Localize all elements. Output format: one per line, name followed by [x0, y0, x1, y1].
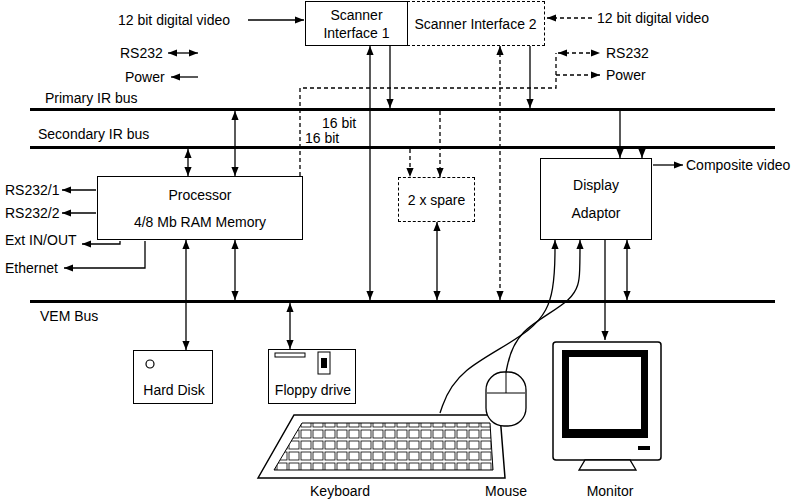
connector: [436, 222, 437, 300]
device-label: Monitor: [587, 482, 634, 500]
signal-label: Power: [125, 69, 165, 85]
bus-line: Primary IR bus: [30, 108, 775, 111]
hard-disk: Hard Disk: [133, 350, 213, 404]
power-wire: [556, 74, 600, 75]
connector: [187, 149, 188, 176]
floppy-lever: [318, 352, 330, 374]
bus-line: Secondary IR bus: [30, 146, 775, 149]
signal-label: RS232: [606, 45, 649, 61]
box-label: Display Adaptor: [565, 171, 627, 227]
box-label: Scanner Interface 2: [414, 15, 536, 33]
box-label: Scanner Interface 1: [306, 6, 407, 42]
signal-label: Power: [606, 67, 646, 83]
signal-label: RS232/1: [5, 182, 59, 198]
signal-label: Composite video: [686, 157, 790, 173]
keyboard-body: [258, 415, 505, 478]
serial-wire: [62, 212, 96, 213]
connector: [440, 240, 555, 413]
device-label: VEM Bus: [40, 307, 98, 325]
connector: [409, 149, 410, 177]
device-label: Keyboard: [310, 482, 370, 500]
dashed-wire: [300, 53, 556, 176]
monitor-case: [553, 342, 661, 460]
connector: [289, 303, 290, 349]
signal-label: 16 bit: [305, 130, 339, 146]
connector: [389, 46, 390, 108]
connector: [234, 111, 235, 176]
connector: [439, 111, 440, 177]
video-wire: [547, 17, 592, 18]
monitor-knob: [638, 446, 650, 450]
bus-line: VEM Bus: [30, 300, 775, 303]
monitor-frame: [562, 350, 648, 438]
device-label: Floppy drive: [275, 381, 351, 399]
signal-label: 12 bit digital video: [118, 12, 230, 28]
monitor: Monitor: [550, 340, 665, 470]
connector: [185, 240, 186, 350]
connector: [619, 111, 620, 158]
signal-label: RS232: [120, 45, 163, 61]
connector: [529, 46, 530, 108]
mouse: Mouse: [484, 372, 528, 428]
floppy-drive: Floppy drive: [268, 349, 356, 404]
floppy-slot: [275, 353, 305, 357]
ext-wire: [82, 241, 120, 244]
device-label: Secondary IR bus: [38, 125, 149, 143]
device-label: Primary IR bus: [45, 89, 138, 107]
signal-label: Ext IN/OUT: [5, 232, 77, 248]
device-label: Hard Disk: [143, 381, 204, 399]
adaptor-box: Display Adaptor: [540, 158, 652, 240]
floppy-lever: [321, 358, 327, 368]
signal-label: 12 bit digital video: [597, 10, 709, 26]
device-label: Mouse: [485, 482, 527, 500]
connector: [369, 46, 370, 300]
signal-label: Ethernet: [5, 260, 58, 276]
mouse-body: [486, 372, 526, 426]
interface-box: Scanner Interface 1: [305, 1, 408, 46]
monitor-screen: [569, 357, 641, 429]
monitor-stand: [579, 460, 636, 470]
disk-led: [146, 360, 154, 368]
box-label: Processor: [168, 186, 231, 204]
mouse-button: [506, 372, 507, 393]
keyboard-keys: [274, 423, 493, 470]
processor-box: Processor 4/8 Mb RAM Memory: [97, 176, 303, 240]
video-wire: [653, 164, 683, 165]
connector: [604, 240, 605, 340]
connector: [234, 240, 235, 300]
serial-wire: [558, 52, 600, 53]
serial-wire: [62, 189, 96, 190]
signal-label: RS232/2: [5, 205, 59, 221]
video-wire: [248, 19, 304, 20]
box-label: 4/8 Mb RAM Memory: [134, 213, 266, 231]
connector: [626, 240, 627, 300]
interface-box: Scanner Interface 2: [407, 1, 545, 46]
signal-label: 16 bit: [322, 115, 356, 131]
box-label: 2 x spare: [408, 191, 466, 209]
keyboard: Keyboard: [258, 413, 506, 478]
power-wire: [171, 76, 198, 77]
connector: [499, 46, 500, 300]
connector: [506, 240, 580, 372]
connector: [641, 149, 642, 158]
spare-box: 2 x spare: [398, 177, 475, 222]
serial-wire: [168, 52, 198, 53]
